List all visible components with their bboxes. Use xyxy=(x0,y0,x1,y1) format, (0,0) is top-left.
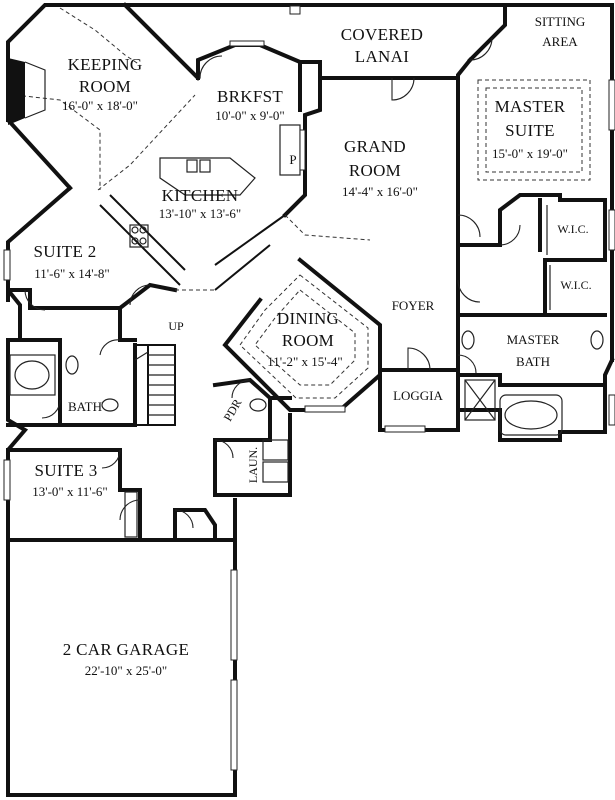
keeping-room-name-line2: ROOM xyxy=(79,77,131,96)
master-suite-dim: 15'-0" x 19'-0" xyxy=(492,146,568,161)
fireplace-icon xyxy=(8,58,25,125)
loggia-label: LOGGIA xyxy=(393,388,443,403)
lanai-name-line1: COVERED xyxy=(341,25,423,44)
master-bath-line1: MASTER xyxy=(507,332,560,347)
dining-room-line1: DINING xyxy=(277,309,339,328)
lanai-name-line2: LANAI xyxy=(355,47,409,66)
room-labels: KEEPING ROOM 16'-0" x 18'-0" BRKFST 10'-… xyxy=(32,14,591,678)
sitting-area-line2: AREA xyxy=(542,34,578,49)
kitchen-island xyxy=(159,157,256,196)
laundry-label: LAUN. xyxy=(246,447,260,483)
brkfst-name: BRKFST xyxy=(217,87,283,106)
dining-room-dim: 11'-2" x 15'-4" xyxy=(267,354,342,369)
keeping-room-dim: 16'-0" x 18'-0" xyxy=(62,98,138,113)
sitting-area-line1: SITTING xyxy=(535,14,586,29)
fixtures xyxy=(8,58,604,538)
wic2-label: W.I.C. xyxy=(560,278,591,292)
shower-icon xyxy=(464,379,496,421)
stair-treads xyxy=(134,351,175,416)
bath-label: BATH xyxy=(68,399,102,414)
brkfst-dim: 10'-0" x 9'-0" xyxy=(215,108,284,123)
pdr-label: PDR xyxy=(221,396,245,423)
grand-room-dim: 14'-4" x 16'-0" xyxy=(342,184,418,199)
ceiling-lines xyxy=(14,7,591,399)
master-suite-line2: SUITE xyxy=(505,121,555,140)
suite3-name: SUITE 3 xyxy=(34,461,97,480)
pantry-label: P xyxy=(289,152,296,167)
kitchen-name: KITCHEN xyxy=(162,186,239,205)
interior-walls xyxy=(6,43,607,542)
kitchen-dim: 13'-10" x 13'-6" xyxy=(159,206,241,221)
garage-name: 2 CAR GARAGE xyxy=(63,640,189,659)
suite2-dim: 11'-6" x 14'-8" xyxy=(34,266,109,281)
doors xyxy=(24,37,521,529)
windows xyxy=(3,5,615,771)
foyer-label: FOYER xyxy=(392,298,435,313)
bathtub-icon xyxy=(9,354,56,396)
master-suite-line1: MASTER xyxy=(495,97,566,116)
keeping-room-name-line1: KEEPING xyxy=(68,55,143,74)
master-bath-line2: BATH xyxy=(516,354,550,369)
dining-room-line2: ROOM xyxy=(282,331,334,350)
toilet-icon xyxy=(65,355,79,375)
wic1-label: W.I.C. xyxy=(557,222,588,236)
grand-room-line1: GRAND xyxy=(344,137,406,156)
suite2-name: SUITE 2 xyxy=(33,242,96,261)
suite3-dim: 13'-0" x 11'-6" xyxy=(32,484,107,499)
cooktop-icon xyxy=(129,224,149,248)
grand-room-line2: ROOM xyxy=(349,161,401,180)
stair-up-label: UP xyxy=(168,319,184,333)
garage-dim: 22'-10" x 25'-0" xyxy=(85,663,167,678)
master-tub-icon xyxy=(499,394,563,436)
exterior-walls xyxy=(6,2,615,797)
